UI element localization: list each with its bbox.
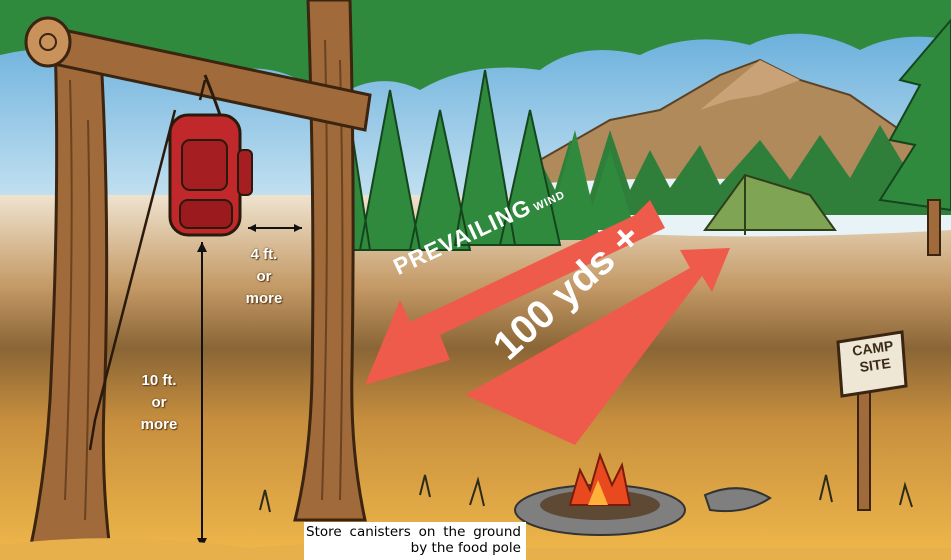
clearance-line3: more bbox=[232, 288, 296, 310]
caption: Store canisters on the ground by the foo… bbox=[306, 524, 521, 556]
clearance-line1: 4 ft. bbox=[232, 244, 296, 266]
clearance-line2: or bbox=[232, 266, 296, 288]
height-label: 10 ft. or more bbox=[126, 370, 192, 436]
height-line2: or bbox=[126, 392, 192, 414]
height-line1: 10 ft. bbox=[126, 370, 192, 392]
height-line3: more bbox=[126, 414, 192, 436]
clearance-label: 4 ft. or more bbox=[232, 244, 296, 310]
